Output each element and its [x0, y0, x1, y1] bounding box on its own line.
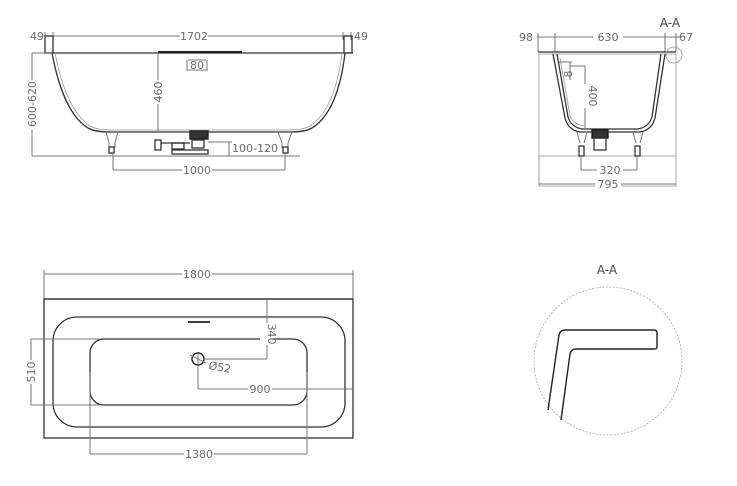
detail-title: A-A [597, 263, 618, 277]
dim-rim-right: 49 [354, 30, 368, 43]
detail-view-a-a: A-A [533, 263, 683, 436]
dim-overall-length: 1800 [183, 268, 211, 281]
dim-inner-depth: 460 [152, 82, 165, 103]
dim-inner-length: 1380 [185, 448, 213, 461]
side-view: 1702 49 49 80 460 [25, 30, 368, 177]
dim-drain-offset-x: 900 [250, 383, 271, 396]
dim-overall-length-top: 1702 [180, 30, 208, 43]
dim-end-rim-left: 98 [519, 31, 533, 44]
dim-rim-thickness: 8 [562, 71, 575, 78]
dim-rim-left: 49 [30, 30, 44, 43]
top-view: 1800 Ø52 340 900 510 [24, 268, 354, 461]
section-marker-label: A-A [660, 16, 681, 30]
dim-feet-spacing: 1000 [183, 164, 211, 177]
dim-depth: 400 [586, 86, 599, 107]
dim-overflow: 80 [190, 59, 204, 72]
dim-overall-width: 795 [598, 178, 619, 191]
dim-drain-diameter: Ø52 [207, 359, 232, 376]
dim-inner-width-top: 630 [598, 31, 619, 44]
end-view: A-A 630 98 67 8 400 [519, 16, 693, 191]
dim-end-rim-right: 67 [679, 31, 693, 44]
dim-overall-height: 600-620 [26, 81, 39, 127]
dim-end-feet-spacing: 320 [600, 164, 621, 177]
dim-width: 510 [25, 362, 38, 383]
dim-drain-offset-y: 340 [265, 324, 278, 345]
dim-drain-height: 100-120 [232, 142, 278, 155]
